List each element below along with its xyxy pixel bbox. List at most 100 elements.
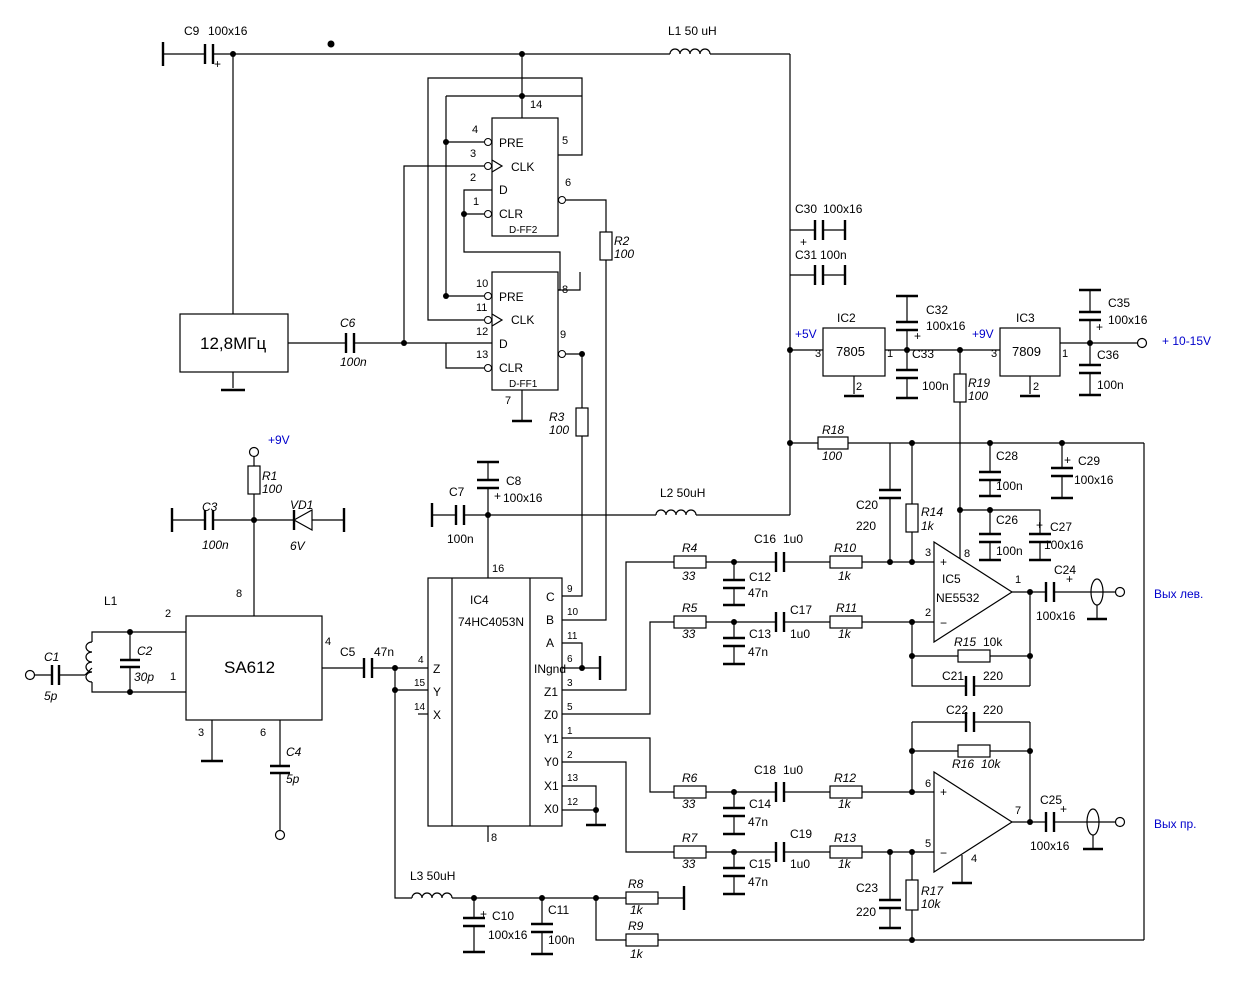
svg-text:100: 100 (262, 482, 282, 496)
c20-capacitor: C20 220 (856, 488, 901, 533)
svg-text:CLR: CLR (499, 207, 523, 221)
svg-text:R9: R9 (628, 919, 644, 933)
c18-capacitor: C18 1u0 (754, 763, 803, 802)
r1-resistor: R1 100 (247, 465, 282, 496)
svg-text:4: 4 (472, 124, 478, 136)
ic5-opamp-a: + − IC5 NE5532 3 2 1 8 (925, 540, 1021, 644)
svg-text:R12: R12 (834, 771, 856, 785)
svg-text:100n: 100n (996, 544, 1023, 558)
svg-text:100x16: 100x16 (1036, 609, 1076, 623)
antenna-input-terminal (24, 669, 36, 681)
c9-polarity: + (214, 57, 221, 71)
svg-text:6: 6 (565, 177, 571, 189)
svg-text:R18: R18 (822, 423, 844, 437)
svg-text:220: 220 (856, 519, 876, 533)
svg-text:8: 8 (236, 588, 242, 600)
svg-text:R6: R6 (682, 771, 698, 785)
svg-text:100n: 100n (996, 479, 1023, 493)
svg-text:C3: C3 (202, 500, 218, 514)
c36-capacitor: C36 100n (1079, 348, 1124, 397)
svg-text:100n: 100n (820, 248, 847, 262)
c8-capacitor: C8 100x16 + (477, 460, 543, 505)
c31-capacitor: C31 100n (795, 248, 847, 285)
svg-text:1: 1 (567, 726, 573, 737)
r19-resistor: R19 100 (953, 373, 990, 403)
r7-resistor: R7 33 (673, 831, 707, 871)
svg-text:74HC4053N: 74HC4053N (458, 615, 524, 629)
svg-text:100x16: 100x16 (1074, 473, 1114, 487)
svg-text:C17: C17 (790, 603, 812, 617)
svg-text:10k: 10k (981, 757, 1001, 771)
svg-text:+: + (940, 785, 947, 799)
svg-text:100x16: 100x16 (503, 491, 543, 505)
svg-text:100x16: 100x16 (1108, 313, 1148, 327)
svg-text:5: 5 (567, 702, 573, 713)
svg-text:C7: C7 (449, 485, 465, 499)
svg-text:C30: C30 (795, 202, 817, 216)
c13-capacitor: C13 47n (723, 627, 771, 666)
c2-capacitor: C2 30p (120, 644, 154, 684)
svg-text:10: 10 (476, 278, 488, 290)
svg-text:220: 220 (856, 905, 876, 919)
r6-resistor: R6 33 (673, 771, 707, 811)
svg-text:R14: R14 (921, 505, 943, 519)
svg-text:B: B (546, 613, 554, 627)
svg-text:100n: 100n (548, 933, 575, 947)
svg-text:CLK: CLK (511, 313, 534, 327)
svg-text:6: 6 (567, 654, 573, 665)
svg-text:2: 2 (470, 172, 476, 184)
r3-resistor: R3 100 (549, 407, 589, 437)
svg-text:47n: 47n (374, 645, 394, 659)
c24-capacitor: C24 100x16 + (1036, 563, 1076, 623)
svg-text:100x16: 100x16 (488, 928, 528, 942)
c22-capacitor: C22 220 (946, 703, 1003, 732)
svg-text:IC2: IC2 (837, 311, 856, 325)
svg-text:−: − (940, 616, 947, 630)
svg-text:C14: C14 (749, 797, 771, 811)
svg-text:47n: 47n (748, 645, 768, 659)
svg-text:47n: 47n (748, 815, 768, 829)
svg-text:30p: 30p (134, 670, 154, 684)
c17-capacitor: C17 1u0 (774, 603, 812, 641)
svg-text:C33: C33 (912, 347, 934, 361)
mixer-9v-label: +9V (268, 433, 290, 447)
svg-text:C4: C4 (286, 745, 302, 759)
svg-text:9: 9 (567, 584, 573, 595)
svg-text:8: 8 (964, 548, 970, 560)
c16-capacitor: C16 1u0 (754, 532, 803, 572)
c28-capacitor: C28 100n (979, 449, 1023, 498)
r14-resistor: R14 1k (905, 503, 943, 533)
r18-resistor: R18 100 (817, 423, 849, 463)
svg-text:PRE: PRE (499, 136, 524, 150)
dff2-name: D-FF2 (509, 225, 538, 236)
svg-text:6: 6 (260, 727, 266, 739)
svg-text:1u0: 1u0 (790, 627, 810, 641)
svg-text:7805: 7805 (836, 344, 865, 359)
svg-text:5: 5 (562, 135, 568, 147)
svg-text:+: + (1064, 453, 1071, 467)
svg-text:D: D (499, 183, 508, 197)
svg-text:3: 3 (815, 348, 821, 360)
ic2-7805-regulator: IC2 7805 3 1 2 (815, 311, 893, 393)
svg-text:R2: R2 (614, 234, 630, 248)
svg-text:100: 100 (614, 247, 634, 261)
svg-text:C: C (546, 590, 555, 604)
ic3-7809-regulator: IC3 7809 3 1 2 (991, 311, 1068, 393)
svg-text:14: 14 (414, 702, 426, 713)
c12-capacitor: C12 47n (723, 570, 771, 607)
svg-text:100n: 100n (922, 379, 949, 393)
svg-text:NE5532: NE5532 (936, 591, 980, 605)
svg-text:100x16: 100x16 (1030, 839, 1070, 853)
c35-capacitor: C35 100x16 + (1079, 288, 1148, 334)
mixer-9v-terminal (248, 446, 260, 458)
svg-text:C28: C28 (996, 449, 1018, 463)
svg-text:1k: 1k (921, 519, 935, 533)
svg-text:4: 4 (971, 853, 977, 865)
svg-text:L2 50uH: L2 50uH (660, 486, 705, 500)
svg-text:R16: R16 (952, 757, 974, 771)
svg-text:2: 2 (165, 608, 171, 620)
svg-text:PRE: PRE (499, 290, 524, 304)
svg-text:C16: C16 (754, 532, 776, 546)
svg-text:R3: R3 (549, 410, 565, 424)
